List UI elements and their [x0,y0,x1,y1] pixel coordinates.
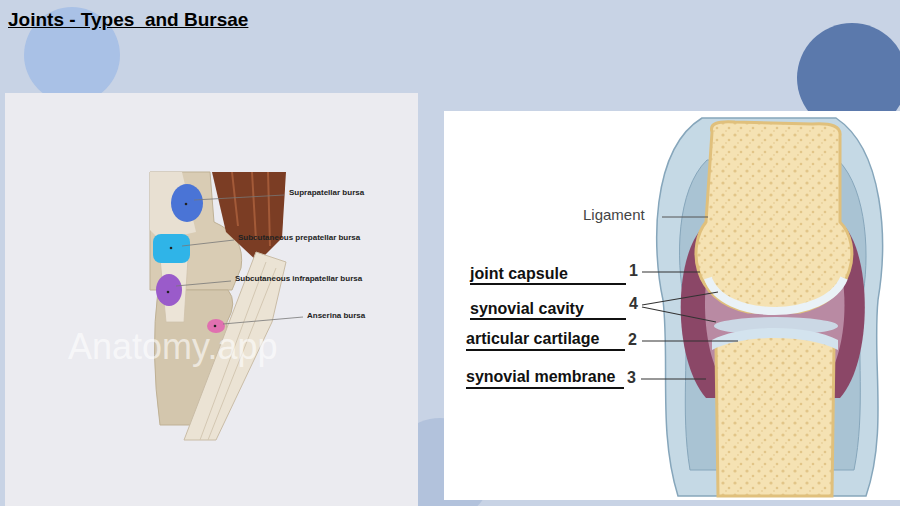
callout-number: 3 [627,369,636,387]
callout-number: 4 [629,295,638,313]
callout-number: 2 [628,331,637,349]
synovial-joint-illustration [657,118,883,496]
part-label: Suprapatellar bursa [289,188,364,197]
part-label: Subcutaneous infrapatellar bursa [235,274,362,283]
callout-number: 1 [629,262,638,280]
watermark: Anatomy.app [68,326,277,367]
part-label: joint capsule [470,265,568,283]
part-label: articular cartilage [466,330,599,348]
part-label: Ligament [583,206,645,223]
knee-illustration [150,172,303,440]
part-label: synovial cavity [470,300,584,318]
leader-lines [466,217,738,388]
right-panel [444,111,900,500]
part-label: synovial membrane [466,368,615,386]
left-panel [5,93,418,506]
part-label: Subcutaneous prepatellar bursa [238,233,360,242]
slide-title: Joints - Types and Bursae [8,9,248,31]
part-label: Anserina bursa [307,311,365,320]
